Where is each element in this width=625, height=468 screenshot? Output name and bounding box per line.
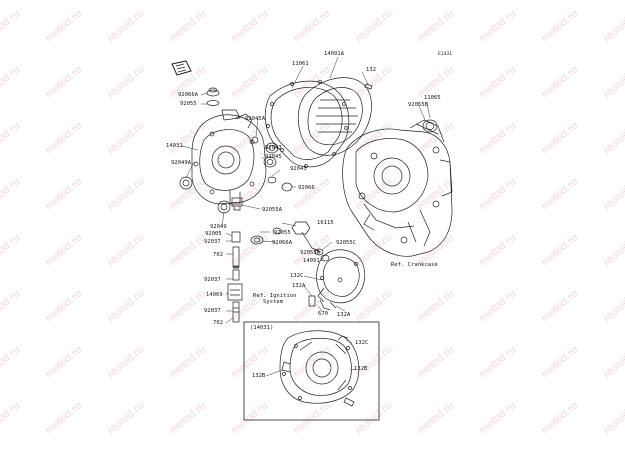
cover-gasket-part [264, 80, 350, 168]
part-label: 92066 [298, 185, 315, 191]
drawing-code: E1431 [438, 52, 453, 57]
part-label: 132B [252, 373, 266, 379]
part-label: 92055D [300, 250, 321, 256]
inset-label: (14031) [250, 325, 274, 331]
part-label: 14069 [206, 292, 223, 298]
part-label: 92049A [171, 160, 192, 166]
part-label: 92055B [408, 102, 429, 108]
part-label: 132C [290, 273, 304, 279]
ignition-reference: System [263, 299, 284, 305]
ignition-cover-part [316, 249, 366, 304]
crankcase-part [342, 119, 453, 257]
part-label: 14091A [324, 51, 345, 57]
part-label: 92055 [274, 230, 291, 236]
part-label: 92005 [205, 231, 222, 237]
crankcase-reference: Ref. Crankcase [391, 262, 438, 268]
part-label: 92055C [336, 240, 357, 246]
clutch-cover-part [191, 109, 267, 205]
part-label: 132 [366, 67, 377, 73]
part-label: 92037 [204, 308, 221, 314]
part-label: 92045 [265, 154, 282, 160]
inset-frame [243, 321, 380, 421]
part-label: 92037 [204, 277, 221, 283]
part-label: 92066A [272, 240, 293, 246]
part-label: 132A [292, 283, 306, 289]
part-label: 132C [355, 340, 369, 346]
part-label: 92055 [180, 101, 197, 107]
part-label: 92043 [290, 166, 307, 172]
washer-92066A [206, 89, 220, 97]
part-label: 14031 [166, 143, 183, 149]
ignition-reference: Ref. Ignition [253, 293, 297, 299]
part-label: 92066A [178, 92, 199, 98]
part-label: 670 [318, 311, 329, 317]
front-direction-icon [171, 60, 192, 76]
inset-cover-part [279, 330, 360, 407]
part-label: 92055A [262, 207, 283, 213]
cover-plate-part [297, 77, 372, 156]
part-label: 14091 [303, 258, 320, 264]
part-label: 702 [213, 252, 224, 258]
part-label: 132A [337, 312, 351, 318]
part-label: 92037 [204, 239, 221, 245]
part-label: 11061 [292, 61, 309, 67]
part-label: 92045A [245, 116, 266, 122]
part-label: 132B [354, 366, 368, 372]
part-label: 92043 [265, 145, 282, 151]
part-label: 702 [213, 320, 224, 326]
part-label: 16115 [317, 220, 334, 226]
part-label: 11065 [424, 95, 441, 101]
part-label: 92049 [210, 224, 227, 230]
